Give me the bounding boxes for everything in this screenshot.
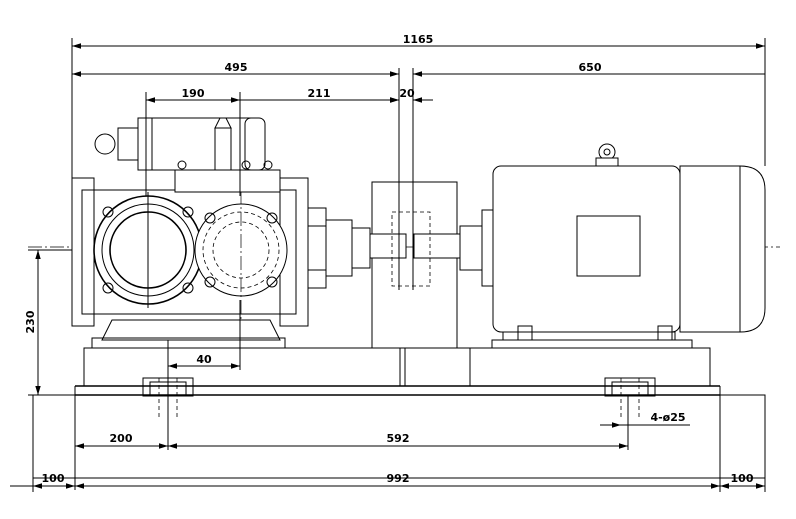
dim-foundation-left: 100 (42, 472, 65, 485)
dim-motor-section: 650 (579, 61, 602, 74)
base-frame (74, 347, 721, 420)
dim-coupling-gap: 20 (399, 87, 415, 100)
dim-shaft-height: 230 (24, 310, 37, 333)
dim-overall-length: 1165 (403, 33, 434, 46)
coupling (369, 68, 461, 349)
electric-motor (459, 143, 766, 349)
dim-inlet-base-offset: 40 (196, 353, 212, 366)
extension-lines (28, 38, 766, 492)
dim-bolt-edge-offset: 200 (110, 432, 133, 445)
dim-pump-section: 495 (225, 61, 248, 74)
dim-bolt-holes: 4-ø25 (650, 411, 685, 424)
dim-bolt-spacing: 592 (387, 432, 410, 445)
dim-base-length: 992 (387, 472, 410, 485)
dimension-lines (10, 43, 765, 489)
pump-unit (71, 117, 371, 349)
dim-pump-inlet-offset: 190 (182, 87, 205, 100)
dim-foundation-right: 100 (731, 472, 754, 485)
dim-pump-to-coupling: 211 (308, 87, 331, 100)
